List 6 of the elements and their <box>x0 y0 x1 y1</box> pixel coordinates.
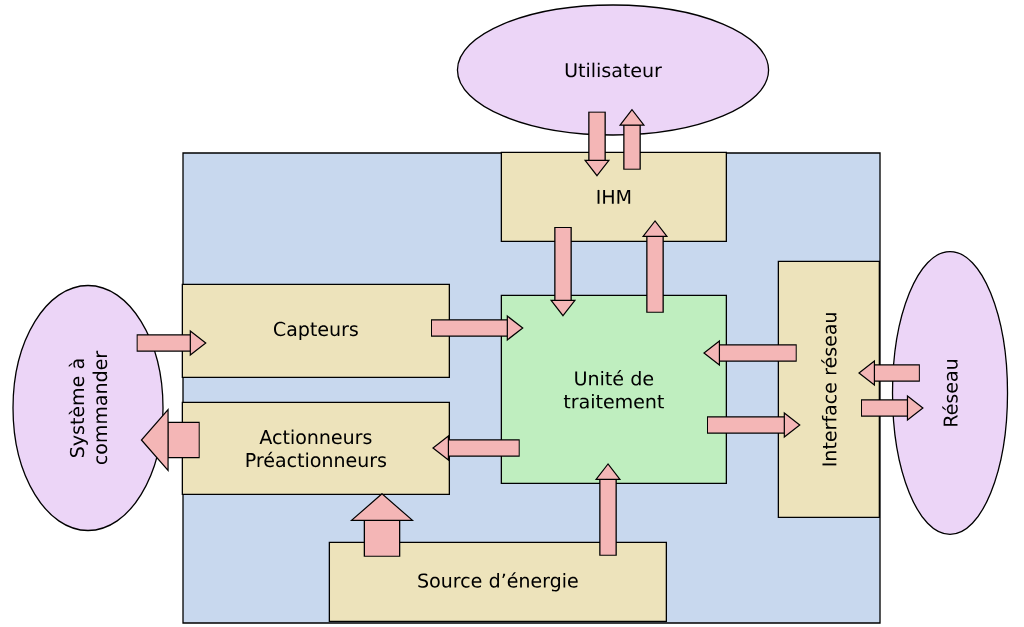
block-box: IHM <box>500 151 727 242</box>
block-box: Unité de traitement <box>500 294 727 484</box>
block-box: Interface réseau <box>777 260 880 518</box>
block-box: Capteurs <box>181 283 450 378</box>
block-box: Source d’énergie <box>328 541 667 622</box>
block-box: Actionneurs Préactionneurs <box>181 401 450 495</box>
